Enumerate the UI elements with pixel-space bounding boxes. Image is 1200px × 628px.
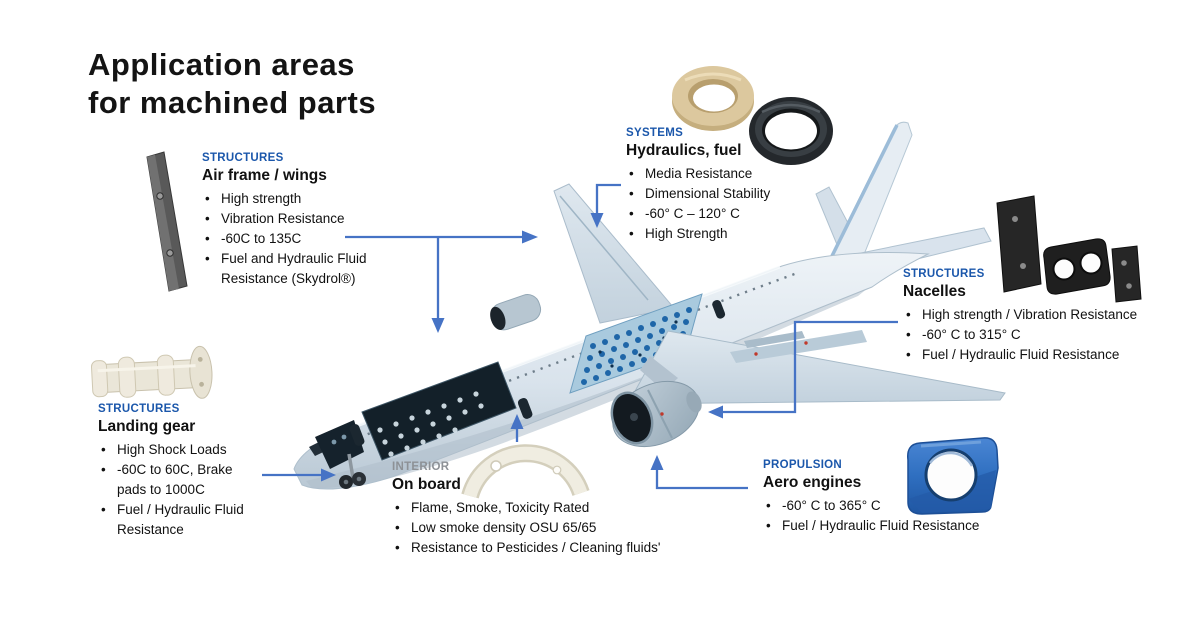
bullet-item: Fuel / Hydraulic Fluid Resistance: [903, 345, 1175, 365]
part-black-seal-ring: [749, 97, 833, 165]
airplane-forward-cabin-cutaway: [361, 361, 517, 461]
connector-nacelles: [723, 320, 898, 414]
bullet-item: Vibration Resistance: [202, 209, 398, 229]
bullet-item: High strength / Vibration Resistance: [903, 305, 1175, 325]
bullet-item: Media Resistance: [626, 164, 836, 184]
bullet-item: Dimensional Stability: [626, 184, 836, 204]
arrowhead-nacelles-left: [708, 405, 723, 419]
airplane-near-wing: [627, 330, 1006, 405]
callout-category: SYSTEMS: [626, 127, 684, 139]
callout-bullet-list: Flame, Smoke, Toxicity Rated Low smoke d…: [392, 498, 727, 558]
airplane-illustration: [293, 121, 1006, 490]
airplane-tail: [815, 121, 992, 269]
bullet-item: Fuel and Hydraulic Fluid Resistance (Sky…: [202, 249, 398, 289]
arrowhead-propulsion-up: [650, 455, 664, 470]
callout-bullet-list: -60° C to 365° C Fuel / Hydraulic Fluid …: [763, 496, 1025, 536]
bullet-item: -60° C to 365° C: [763, 496, 1025, 516]
part-black-nacelle-plates: [996, 195, 1142, 303]
part-machined-strip: [146, 151, 188, 292]
callout-bullet-list: Media Resistance Dimensional Stability -…: [626, 164, 836, 244]
airplane-far-engine: [490, 294, 542, 331]
arrowhead-landing-right: [321, 468, 336, 482]
callout-landing-gear: STRUCTURES Landing gear High Shock Loads…: [98, 403, 250, 540]
bullet-item: Flame, Smoke, Toxicity Rated: [392, 498, 727, 518]
callout-systems-hydraulics: SYSTEMS Hydraulics, fuel Media Resistanc…: [626, 127, 836, 244]
callout-category: STRUCTURES: [98, 403, 180, 415]
bullet-item: -60° C to 315° C: [903, 325, 1175, 345]
callout-propulsion-engines: PROPULSION Aero engines -60° C to 365° C…: [763, 459, 1025, 536]
part-tan-seal-ring: [672, 66, 754, 131]
arrowhead-airframe-down: [431, 318, 445, 333]
window-row: [351, 270, 801, 442]
callout-category: STRUCTURES: [202, 152, 284, 164]
title-line-1: Application areas: [88, 47, 355, 82]
callout-bullet-list: High strength Vibration Resistance -60C …: [202, 189, 398, 289]
bullet-item: Fuel / Hydraulic Fluid Resistance: [98, 500, 250, 540]
bullet-item: -60C to 60C, Brake pads to 1000C: [98, 460, 250, 500]
callout-bullet-list: High strength / Vibration Resistance -60…: [903, 305, 1175, 365]
callout-heading: Hydraulics, fuel: [626, 142, 742, 159]
page-title: Application areas for machined parts: [88, 46, 376, 122]
connector-lines: [262, 183, 898, 490]
arrowhead-airframe-right: [522, 230, 538, 244]
callout-heading: On board: [392, 476, 461, 493]
bullet-item: -60C to 135C: [202, 229, 398, 249]
bullet-item: Resistance to Pesticides / Cleaning flui…: [392, 538, 727, 558]
connector-propulsion: [655, 470, 748, 490]
airplane-doors: [349, 299, 726, 446]
part-roller-bushing: [90, 345, 213, 399]
arrowhead-systems-down: [590, 213, 604, 228]
callout-heading: Nacelles: [903, 283, 966, 300]
part-white-interior-arc: [461, 444, 590, 499]
arrowhead-interior-up: [510, 414, 524, 429]
airplane-nose-gear: [339, 453, 366, 489]
callout-heading: Air frame / wings: [202, 167, 327, 184]
callout-heading: Landing gear: [98, 418, 196, 435]
connector-systems: [595, 183, 621, 214]
bullet-item: High Strength: [626, 224, 836, 244]
bullet-item: Low smoke density OSU 65/65: [392, 518, 727, 538]
callout-airframe-wings: STRUCTURES Air frame / wings High streng…: [202, 152, 398, 289]
connector-arrowheads: [321, 213, 723, 482]
callout-category: INTERIOR: [392, 461, 450, 473]
callout-nacelles: STRUCTURES Nacelles High strength / Vibr…: [903, 268, 1175, 365]
bullet-item: -60° C – 120° C: [626, 204, 836, 224]
callout-bullet-list: High Shock Loads -60C to 60C, Brake pads…: [98, 440, 250, 540]
bullet-item: High strength: [202, 189, 398, 209]
callout-interior-onboard: INTERIOR On board Flame, Smoke, Toxicity…: [392, 461, 727, 558]
bullet-item: Fuel / Hydraulic Fluid Resistance: [763, 516, 1025, 536]
callout-category: STRUCTURES: [903, 268, 985, 280]
title-line-2: for machined parts: [88, 85, 377, 120]
airplane-near-engine: [610, 356, 702, 448]
bullet-item: High Shock Loads: [98, 440, 250, 460]
callout-category: PROPULSION: [763, 459, 843, 471]
callout-heading: Aero engines: [763, 474, 862, 491]
